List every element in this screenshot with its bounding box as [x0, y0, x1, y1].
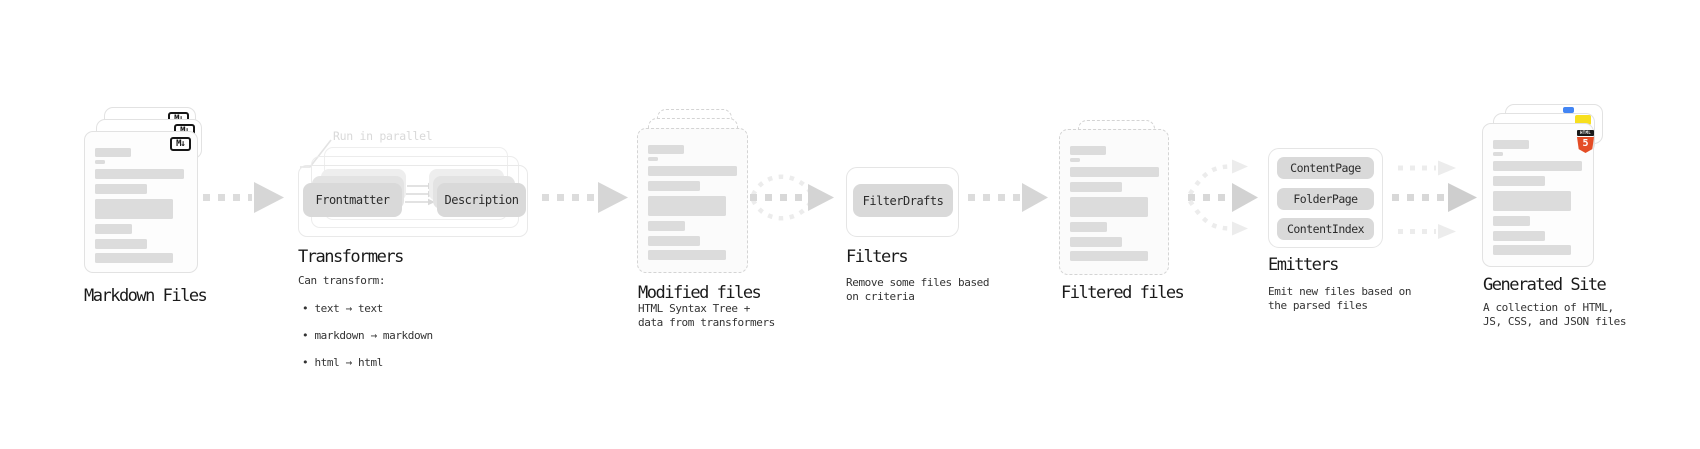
- html5-icon-brand: HTML: [1577, 130, 1594, 136]
- folder-page-pill: FolderPage: [1277, 188, 1374, 210]
- skeleton-line: [1493, 152, 1503, 156]
- skeleton-line: [1493, 231, 1545, 241]
- skeleton-line: [95, 253, 173, 263]
- skeleton-line: [95, 169, 184, 179]
- skeleton-line: [1493, 176, 1545, 186]
- skeleton-line: [1070, 146, 1106, 155]
- stage-label-modified-files: Modified files: [638, 283, 762, 303]
- skeleton-line: [1070, 197, 1148, 217]
- skeleton-line: [1070, 251, 1148, 261]
- skeleton-line: [1070, 222, 1107, 232]
- skeleton-line: [648, 250, 726, 260]
- modified-file-card-front: [637, 128, 748, 273]
- html5-icon-number: 5: [1577, 137, 1594, 153]
- skeleton-line: [648, 166, 737, 176]
- filters-desc: Remove some files based on criteria: [846, 276, 990, 303]
- skeleton-line: [648, 221, 685, 231]
- transformers-bullet: • html → html: [302, 355, 383, 369]
- arrow-emitters-to-generated: [1392, 160, 1477, 239]
- filtered-file-card-front: [1059, 129, 1169, 275]
- arrow-modified-to-filters-merge: [750, 174, 834, 221]
- skeleton-line: [95, 199, 173, 219]
- markdown-file-card-front: M↓: [84, 131, 198, 273]
- transformers-bullet-list: • text → text • markdown → markdown • ht…: [302, 288, 433, 383]
- arrow-markdown-to-transformers: [203, 182, 284, 213]
- skeleton-line: [1070, 237, 1122, 247]
- skeleton-line: [1070, 182, 1122, 192]
- description-pill: Description: [437, 183, 526, 217]
- stage-label-emitters: Emitters: [1268, 255, 1339, 275]
- stage-label-filters: Filters: [846, 247, 909, 267]
- js-badge: [1575, 115, 1591, 125]
- content-page-pill: ContentPage: [1277, 157, 1374, 179]
- transformer-container-front: [298, 165, 528, 237]
- transformers-desc-title: Can transform:: [298, 274, 386, 287]
- arrow-filtered-to-emitters-diverge: [1188, 159, 1258, 236]
- skeleton-line: [648, 145, 684, 154]
- emitters-desc: Emit new files based on the parsed files: [1268, 285, 1412, 312]
- document-skeleton-lines: [95, 132, 185, 263]
- arrow-filters-to-filtered: [968, 183, 1048, 212]
- modified-files-desc: HTML Syntax Tree + data from transformer…: [638, 302, 775, 329]
- skeleton-line: [95, 224, 132, 234]
- document-skeleton-lines: [1493, 124, 1582, 255]
- skeleton-line: [1493, 216, 1530, 226]
- skeleton-line: [95, 184, 147, 194]
- document-skeleton-lines: [1070, 130, 1159, 261]
- html5-icon: HTML 5: [1577, 130, 1594, 153]
- stage-label-markdown-files: Markdown Files: [84, 286, 208, 306]
- transformers-bullet: • text → text: [302, 301, 383, 315]
- document-skeleton-lines: [648, 129, 737, 260]
- stage-label-filtered-files: Filtered files: [1061, 283, 1185, 303]
- skeleton-line: [1493, 140, 1529, 149]
- skeleton-line: [648, 196, 726, 216]
- skeleton-line: [1070, 158, 1080, 162]
- css-badge: [1563, 107, 1574, 113]
- skeleton-line: [95, 148, 131, 157]
- skeleton-line: [95, 160, 105, 164]
- skeleton-line: [1493, 161, 1582, 171]
- run-in-parallel-note: Run in parallel: [333, 129, 433, 143]
- arrow-transformers-to-modified: [542, 182, 628, 213]
- transformers-bullet: • markdown → markdown: [302, 328, 433, 342]
- skeleton-line: [1493, 245, 1571, 255]
- skeleton-line: [1070, 167, 1159, 177]
- frontmatter-pill: Frontmatter: [303, 183, 402, 217]
- filter-drafts-pill: FilterDrafts: [853, 184, 953, 217]
- skeleton-line: [648, 181, 700, 191]
- skeleton-line: [1493, 191, 1571, 211]
- skeleton-line: [95, 239, 147, 249]
- stage-label-generated-site: Generated Site: [1483, 275, 1607, 295]
- skeleton-line: [648, 157, 658, 161]
- content-index-pill: ContentIndex: [1277, 218, 1374, 240]
- markdown-icon: M↓: [170, 137, 191, 151]
- stage-label-transformers: Transformers: [298, 247, 404, 267]
- generated-file-card-front: [1482, 123, 1594, 267]
- skeleton-line: [648, 236, 700, 246]
- generated-site-desc: A collection of HTML, JS, CSS, and JSON …: [1483, 301, 1627, 328]
